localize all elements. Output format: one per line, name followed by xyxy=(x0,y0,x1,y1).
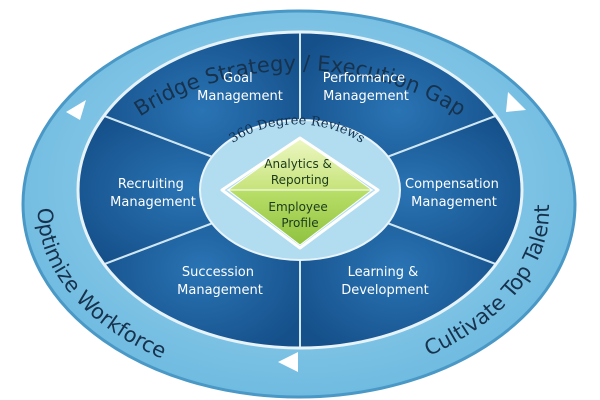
goal-management-label: Goal Management xyxy=(197,71,283,104)
learning-development-label: Learning & Development xyxy=(341,265,429,298)
compensation-management-label: Compensation Management xyxy=(405,177,503,210)
segment-disc-rim xyxy=(76,30,524,350)
succession-management-label: Succession Management xyxy=(177,265,263,298)
arrow-down-icon xyxy=(506,92,526,112)
employee-profile-label: Employee Profile xyxy=(268,200,331,230)
recruiting-management-label: Recruiting Management xyxy=(110,177,196,210)
arrow-left-icon xyxy=(278,352,298,372)
analytics-reporting-label: Analytics & Reporting xyxy=(264,157,336,187)
performance-management-label: Performance Management xyxy=(323,71,410,104)
arrow-up-icon xyxy=(66,100,86,120)
center-bottom-half xyxy=(226,189,374,246)
center-diamond xyxy=(220,136,380,250)
